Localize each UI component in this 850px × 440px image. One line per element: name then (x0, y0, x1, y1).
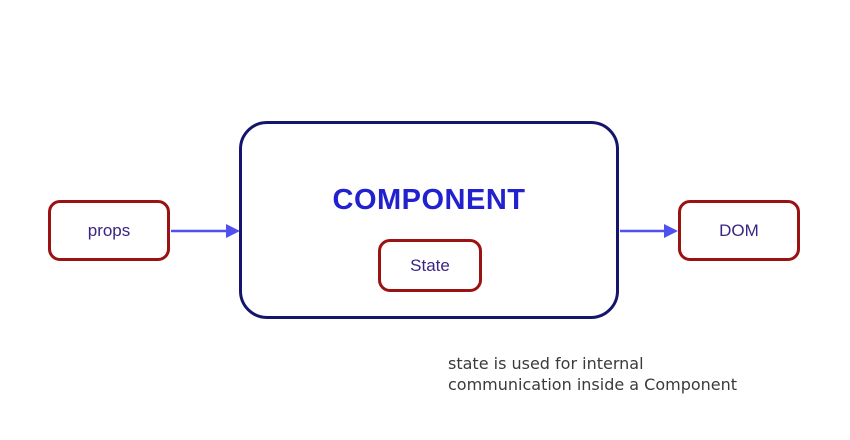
props-to-component-arrow (171, 224, 240, 238)
component-box: COMPONENT State (239, 121, 619, 319)
props-box: props (48, 200, 170, 261)
state-label: State (410, 255, 450, 275)
dom-label: DOM (719, 220, 759, 240)
props-label: props (87, 220, 131, 240)
caption-line-2: communication inside a Component (448, 375, 738, 394)
caption: state is used for internal communication… (448, 353, 737, 395)
component-to-dom-arrow (620, 224, 678, 238)
component-label: COMPONENT (332, 184, 526, 216)
state-box: State (378, 239, 482, 292)
caption-line-1: state is used for internal (448, 354, 644, 373)
dom-box: DOM (678, 200, 800, 261)
